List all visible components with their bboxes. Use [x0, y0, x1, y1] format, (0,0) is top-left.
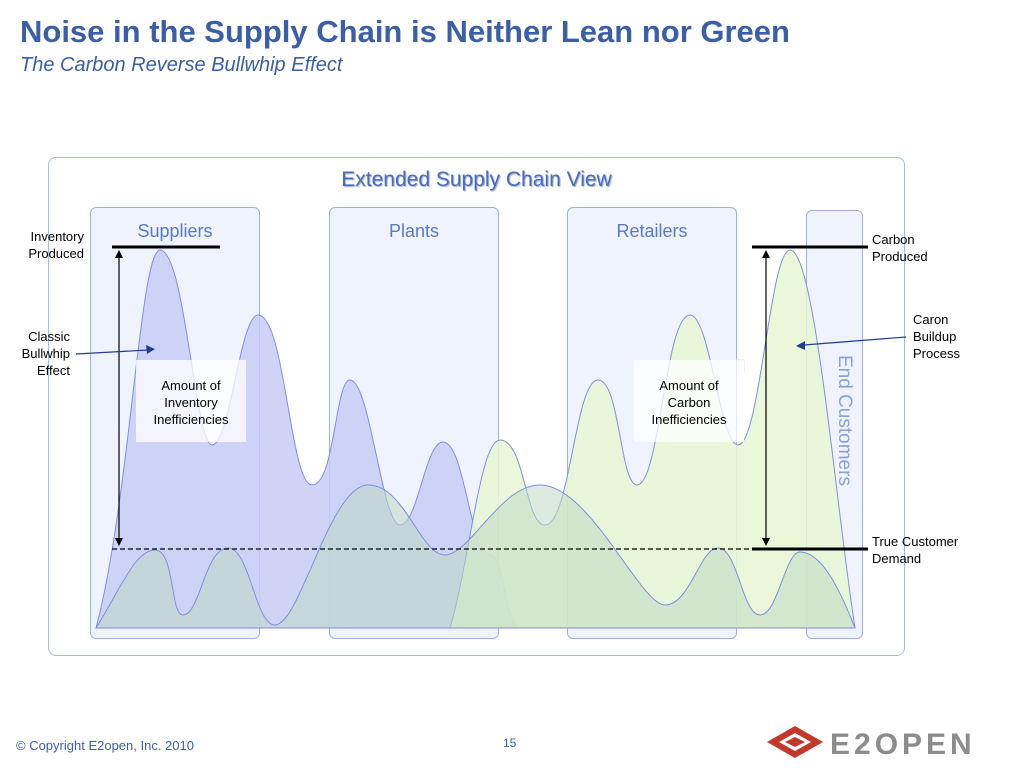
- demand-curve: [95, 484, 856, 629]
- page-number: 15: [503, 736, 517, 750]
- label-end-customers: End Customers: [834, 355, 855, 486]
- footer-copyright: © Copyright E2open, Inc. 2010: [16, 738, 194, 753]
- label-suppliers: Suppliers: [137, 221, 213, 241]
- label-classic-bullwhip: Classic Bullwhip Effect: [21, 329, 70, 378]
- diagram-heading: Extended Supply Chain View: [341, 168, 612, 191]
- box-carbon-inefficiencies: Amount of Carbon Inefficiencies: [634, 360, 744, 442]
- diagram-frame: [48, 157, 905, 656]
- label-inventory-produced: Inventory Produced: [28, 229, 84, 261]
- page-title: Noise in the Supply Chain is Neither Lea…: [20, 14, 790, 49]
- label-retailers: Retailers: [616, 221, 688, 241]
- label-plants: Plants: [388, 221, 440, 241]
- e2open-logo-icon: [767, 726, 823, 758]
- page-subtitle: The Carbon Reverse Bullwhip Effect: [20, 54, 343, 76]
- box-inventory-inefficiencies: Amount of Inventory Inefficiencies: [136, 360, 246, 442]
- label-caron-buildup: Caron Buildup Process: [913, 312, 960, 361]
- label-carbon-produced: Carbon Produced: [872, 232, 928, 264]
- e2open-logo-text: E2OPEN: [830, 728, 976, 761]
- label-true-customer-demand: True Customer Demand: [872, 534, 959, 566]
